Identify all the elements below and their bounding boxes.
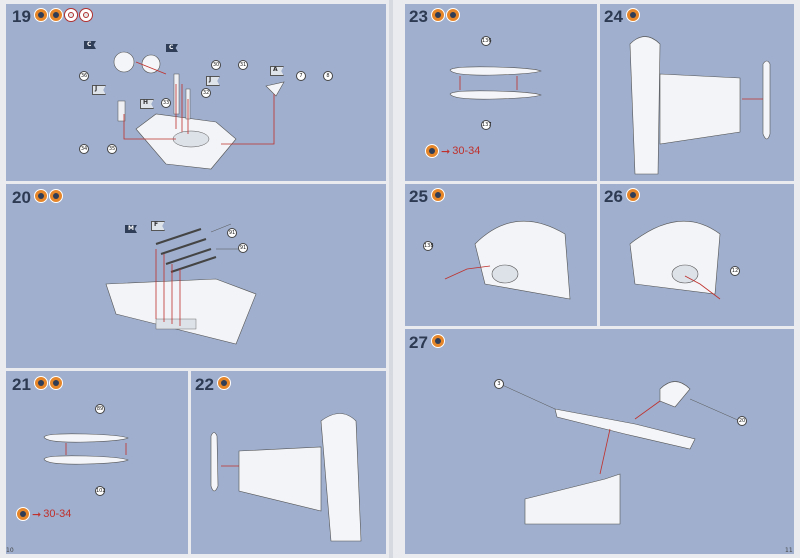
callout: 35	[107, 144, 117, 154]
step-26-drawing	[629, 220, 721, 300]
arrow-right-icon: ➞	[441, 144, 451, 158]
page-number-right: 11	[785, 547, 793, 554]
step-icons	[626, 8, 640, 22]
step-number: 22	[195, 375, 214, 394]
callout: 20	[737, 416, 747, 426]
glue-icon	[34, 8, 48, 22]
paint-icon	[431, 334, 445, 348]
step-19-panel: 19 36 32 33 30 31 7 8 34 35	[6, 4, 386, 181]
step-icons	[431, 8, 460, 22]
paint-flag	[84, 41, 96, 49]
step-reference: ➞ 30-34	[16, 507, 71, 521]
paint-flag	[166, 44, 178, 52]
decal-icon	[79, 8, 93, 22]
callout: 3	[494, 379, 504, 389]
callout: 8	[323, 71, 333, 81]
callout: 31	[238, 60, 248, 70]
callout: 136	[481, 36, 492, 46]
step-22-panel: 22	[191, 371, 386, 554]
paint-icon	[217, 376, 231, 390]
step-23-drawing	[449, 66, 542, 100]
paint-icon	[626, 188, 640, 202]
step-icons	[34, 8, 93, 22]
step-21-drawing	[43, 433, 129, 465]
callout: 102	[95, 486, 106, 496]
step-icons	[34, 189, 63, 203]
clock-icon	[64, 8, 78, 22]
step-icons	[431, 188, 445, 202]
step-number: 26	[604, 187, 623, 206]
step-19-drawing	[113, 51, 285, 170]
step-icons	[431, 334, 445, 348]
step-23-panel: 23 136 137 ➞ 30-34	[405, 4, 597, 181]
callout: 12	[730, 266, 740, 276]
step-icons	[34, 376, 63, 390]
page-spine	[389, 0, 393, 558]
step-26-panel: 26 12	[600, 184, 794, 326]
step-27-panel: 27 3 20	[405, 329, 794, 554]
callout: 137	[481, 120, 492, 130]
glue-icon	[431, 8, 445, 22]
step-24-drawing	[629, 36, 771, 175]
callout: 30	[211, 60, 221, 70]
step-25-drawing	[444, 220, 571, 300]
callout: 33	[161, 98, 171, 108]
arrow-right-icon: ➞	[32, 507, 42, 521]
page-number-left: 10	[6, 547, 14, 554]
paint-icon	[446, 8, 460, 22]
step-icons	[626, 188, 640, 202]
step-number: 25	[409, 187, 428, 206]
step-number: 24	[604, 7, 623, 26]
step-20-panel: 20 91 91 M F	[6, 184, 386, 368]
step-25-panel: 25 138	[405, 184, 597, 326]
paint-icon	[16, 507, 30, 521]
step-reference: ➞ 30-34	[425, 144, 480, 158]
glue-icon	[34, 376, 48, 390]
step-number: 21	[12, 375, 31, 394]
step-27-drawing	[499, 381, 741, 525]
callout: 36	[79, 71, 89, 81]
step-20-drawing	[105, 223, 257, 345]
paint-icon	[425, 144, 439, 158]
paint-icon	[626, 8, 640, 22]
step-number: 23	[409, 7, 428, 26]
step-24-panel: 24	[600, 4, 794, 181]
paint-icon	[431, 188, 445, 202]
step-21-panel: 21 89 102 ➞ 30-34	[6, 371, 188, 554]
step-number: 20	[12, 188, 31, 207]
glue-icon	[34, 189, 48, 203]
paint-icon	[49, 376, 63, 390]
callout: 91	[227, 228, 237, 238]
callout: 7	[296, 71, 306, 81]
paint-icon	[49, 8, 63, 22]
callout: 34	[79, 144, 89, 154]
callout: 89	[95, 404, 105, 414]
step-number: 27	[409, 333, 428, 352]
paint-flag	[125, 225, 137, 233]
step-22-drawing	[210, 413, 362, 542]
step-icons	[217, 376, 231, 390]
step-number: 19	[12, 7, 31, 26]
callout: 91	[238, 243, 248, 253]
callout: 32	[201, 88, 211, 98]
callout: 138	[423, 241, 434, 251]
paint-icon	[49, 189, 63, 203]
